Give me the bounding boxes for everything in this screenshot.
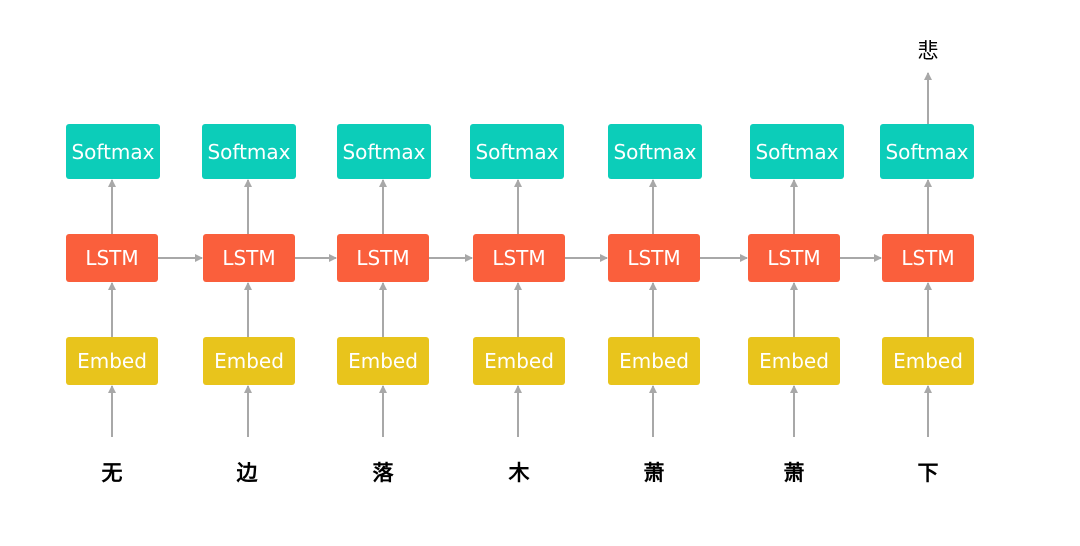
input-char-1: 无 [101,461,123,485]
input-char-7: 下 [917,461,939,485]
lstm-box-1: LSTM [66,234,158,282]
embed-box-7: Embed [882,337,974,385]
softmax-box-1: Softmax [66,124,160,179]
embed-box-2: Embed [203,337,295,385]
softmax-box-3: Softmax [337,124,431,179]
embed-box-3: Embed [337,337,429,385]
softmax-box-6: Softmax [750,124,844,179]
lstm-box-6: LSTM [748,234,840,282]
softmax-box-5: Softmax [608,124,702,179]
input-char-4: 木 [508,461,530,485]
lstm-box-3: LSTM [337,234,429,282]
input-char-6: 萧 [783,461,805,485]
embed-box-5: Embed [608,337,700,385]
softmax-box-4: Softmax [470,124,564,179]
softmax-box-2: Softmax [202,124,296,179]
lstm-box-4: LSTM [473,234,565,282]
input-char-2: 边 [236,461,258,485]
softmax-box-7: Softmax [880,124,974,179]
embed-box-6: Embed [748,337,840,385]
input-char-3: 落 [372,461,394,485]
output-char: 悲 [917,39,939,63]
embed-box-1: Embed [66,337,158,385]
input-char-5: 萧 [643,461,665,485]
lstm-box-2: LSTM [203,234,295,282]
lstm-box-7: LSTM [882,234,974,282]
embed-box-4: Embed [473,337,565,385]
lstm-box-5: LSTM [608,234,700,282]
